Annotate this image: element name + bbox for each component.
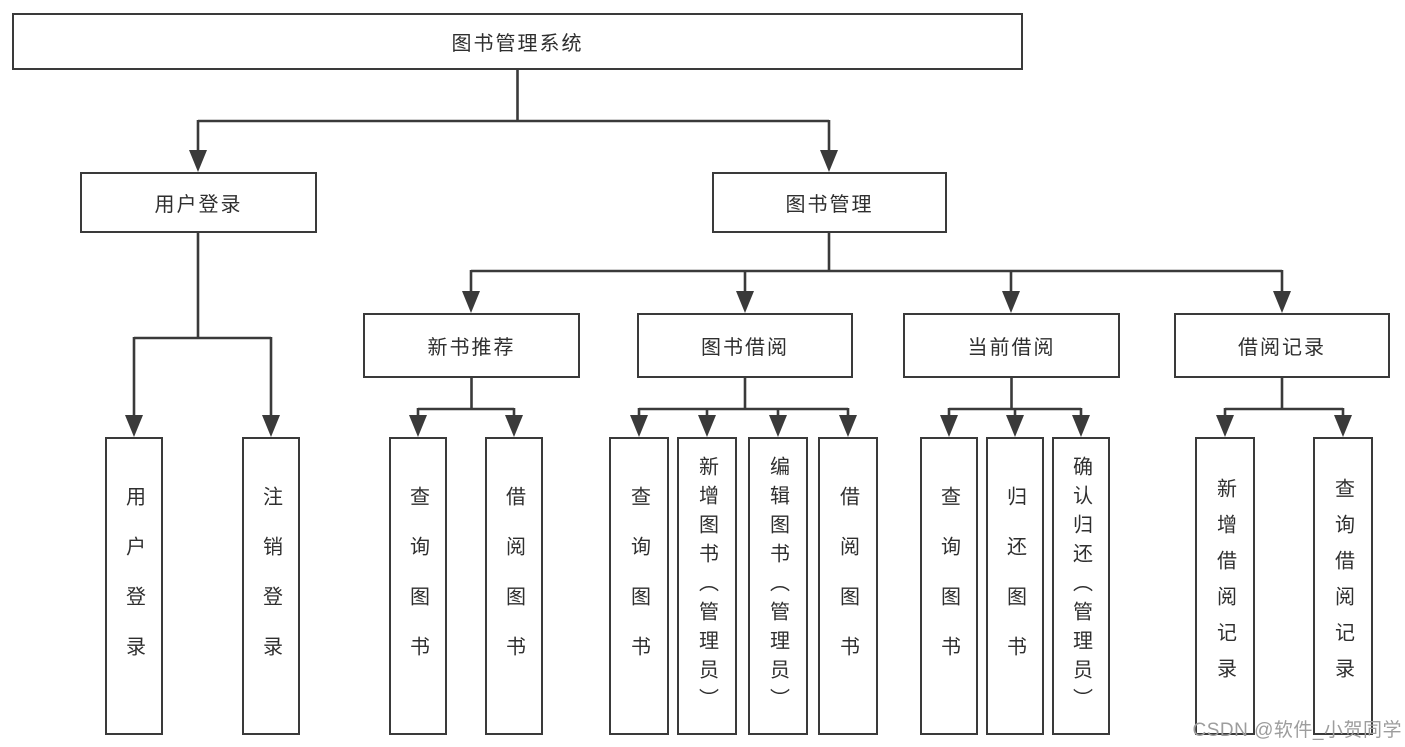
leaf-query-books-borrow: 查询图书 (609, 437, 669, 735)
node-book-borrow: 图书借阅 (637, 313, 853, 378)
leaf-query-borrow-record: 查询借阅记录 (1313, 437, 1373, 735)
node-label: 新增图书（管理员） (695, 455, 718, 717)
node-label: 查询借阅记录 (1331, 478, 1354, 694)
node-label: 查询图书 (627, 486, 650, 686)
node-label: 新增借阅记录 (1213, 478, 1236, 694)
node-root-system: 图书管理系统 (12, 13, 1023, 70)
node-label: 归还图书 (1003, 486, 1026, 686)
node-label: 借阅图书 (836, 486, 859, 686)
node-user-login: 用户登录 (80, 172, 317, 233)
node-label: 图书借阅 (701, 337, 789, 359)
node-label: 编辑图书（管理员） (766, 455, 789, 717)
leaf-borrow-books-recommend: 借阅图书 (485, 437, 543, 735)
node-label: 图书管理 (785, 194, 874, 216)
node-label: 注销登录 (259, 486, 282, 686)
node-borrow-records: 借阅记录 (1174, 313, 1390, 378)
node-label: 用户登录 (154, 194, 243, 216)
leaf-borrow-books: 借阅图书 (818, 437, 878, 735)
leaf-query-books-recommend: 查询图书 (389, 437, 447, 735)
leaf-edit-books-admin: 编辑图书（管理员） (748, 437, 808, 735)
node-label: 用户登录 (122, 486, 145, 686)
node-label: 确认归还（管理员） (1069, 455, 1092, 717)
node-label: 借阅图书 (502, 486, 525, 686)
node-label: 查询图书 (937, 486, 960, 686)
node-book-management: 图书管理 (712, 172, 947, 233)
node-label: 图书管理系统 (451, 33, 584, 55)
leaf-query-books-current: 查询图书 (920, 437, 978, 735)
leaf-return-books: 归还图书 (986, 437, 1044, 735)
node-label: 查询图书 (406, 486, 429, 686)
node-current-borrow: 当前借阅 (903, 313, 1120, 378)
leaf-user-login: 用户登录 (105, 437, 163, 735)
leaf-confirm-return-admin: 确认归还（管理员） (1052, 437, 1110, 735)
node-label: 当前借阅 (967, 337, 1056, 359)
node-label: 新书推荐 (427, 337, 516, 359)
node-new-book-recommend: 新书推荐 (363, 313, 580, 378)
csdn-watermark: CSDN @软件_小贺同学 (1192, 720, 1402, 741)
leaf-logout: 注销登录 (242, 437, 300, 735)
leaf-add-borrow-record: 新增借阅记录 (1195, 437, 1255, 735)
leaf-add-books-admin: 新增图书（管理员） (677, 437, 737, 735)
node-label: 借阅记录 (1238, 337, 1326, 359)
